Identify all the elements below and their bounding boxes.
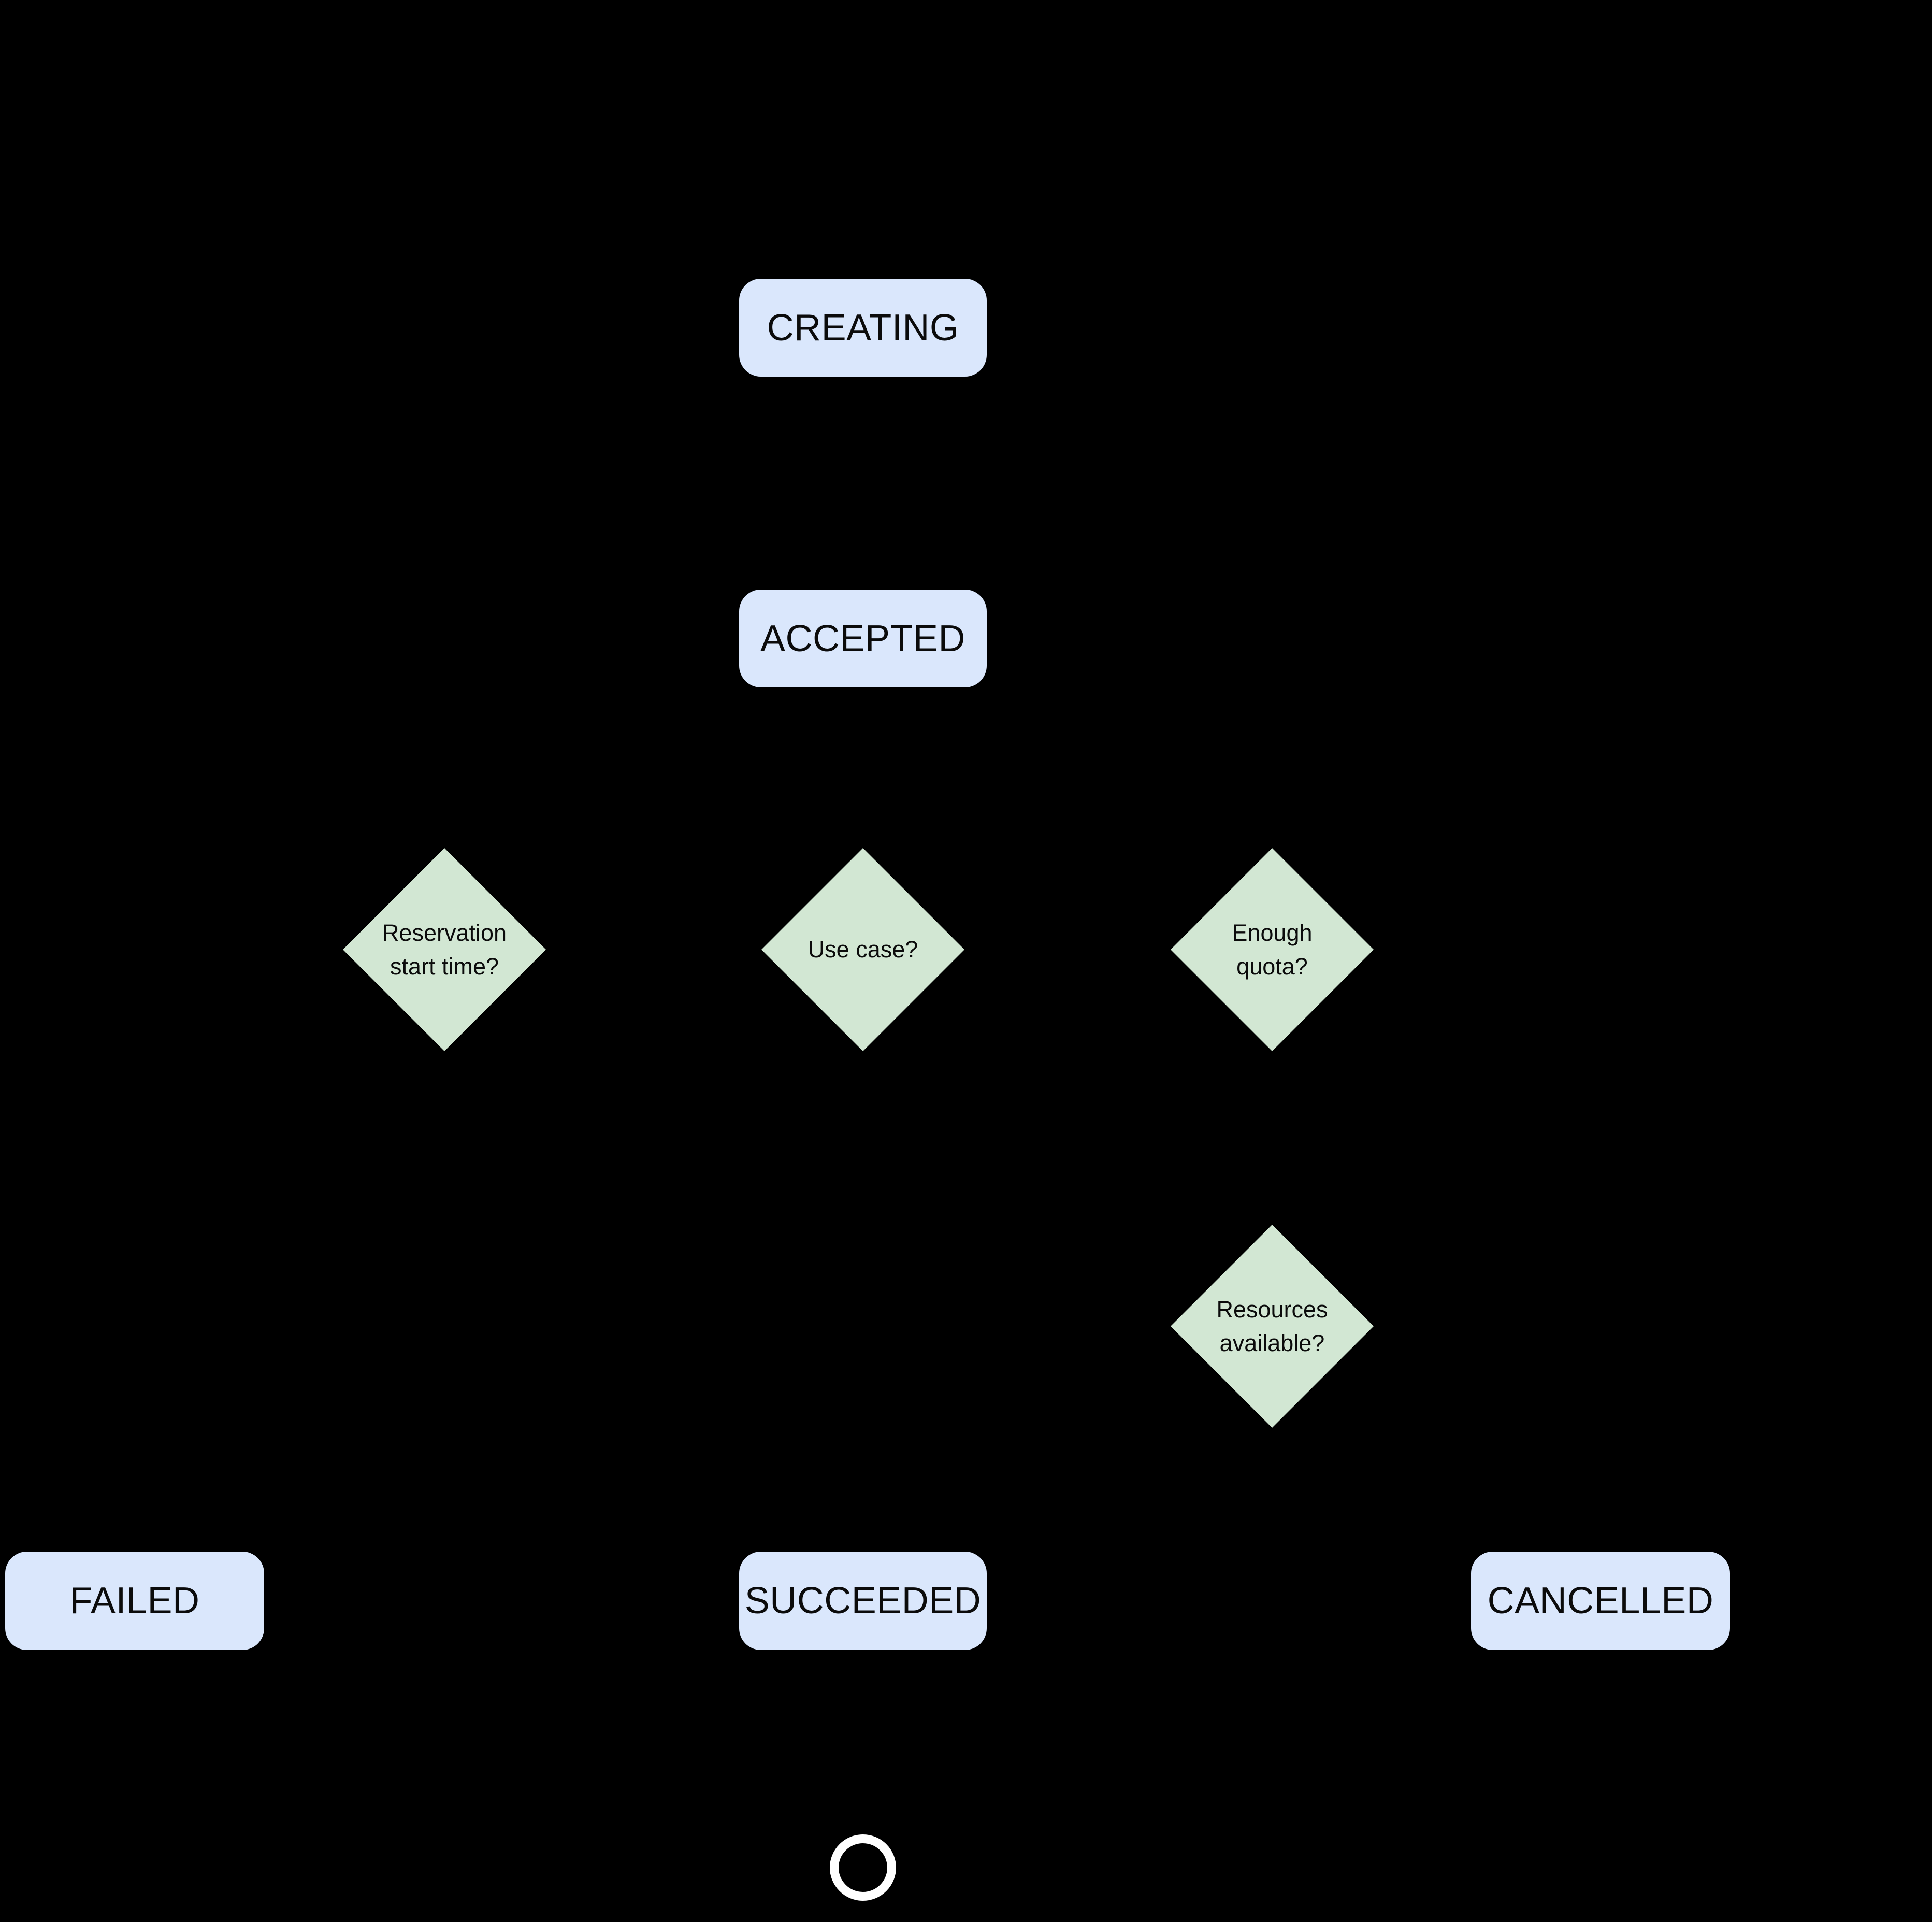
- state-label-creating: CREATING: [767, 307, 959, 349]
- decision-node-enough-quota[interactable]: Enough quota?: [1171, 848, 1374, 1051]
- decision-node-resources-available[interactable]: Resources available?: [1171, 1225, 1374, 1428]
- decision-node-reservation-start-time[interactable]: Reservation start time?: [343, 848, 546, 1051]
- end-terminal-circle: [830, 1834, 896, 1901]
- edge-arrowhead-accepted: [854, 572, 872, 590]
- state-label-accepted: ACCEPTED: [760, 618, 966, 659]
- decision-label-enough-quota: Enough quota?: [1232, 919, 1313, 980]
- edge-terminals-to-end: [133, 1650, 1603, 1843]
- state-node-cancelled[interactable]: CANCELLED: [1471, 1552, 1730, 1650]
- state-node-failed[interactable]: FAILED: [5, 1552, 264, 1650]
- state-node-accepted[interactable]: ACCEPTED: [739, 590, 987, 687]
- state-label-failed: FAILED: [69, 1580, 200, 1622]
- decision-label-use-case: Use case?: [808, 936, 918, 963]
- state-label-succeeded: SUCCEEDED: [744, 1580, 982, 1622]
- state-node-creating[interactable]: CREATING: [739, 279, 987, 377]
- state-node-succeeded[interactable]: SUCCEEDED: [739, 1552, 987, 1650]
- edge-to-failed: [133, 1051, 446, 1552]
- decision-label-reservation-start-time: Reservation start time?: [382, 919, 507, 980]
- decision-node-use-case[interactable]: Use case?: [761, 848, 964, 1051]
- edge-to-cancelled: [1270, 1428, 1603, 1552]
- state-label-cancelled: CANCELLED: [1487, 1580, 1714, 1622]
- decision-label-resources-available: Resources available?: [1216, 1296, 1328, 1356]
- edge-accepted-to-decisions: [442, 687, 1274, 849]
